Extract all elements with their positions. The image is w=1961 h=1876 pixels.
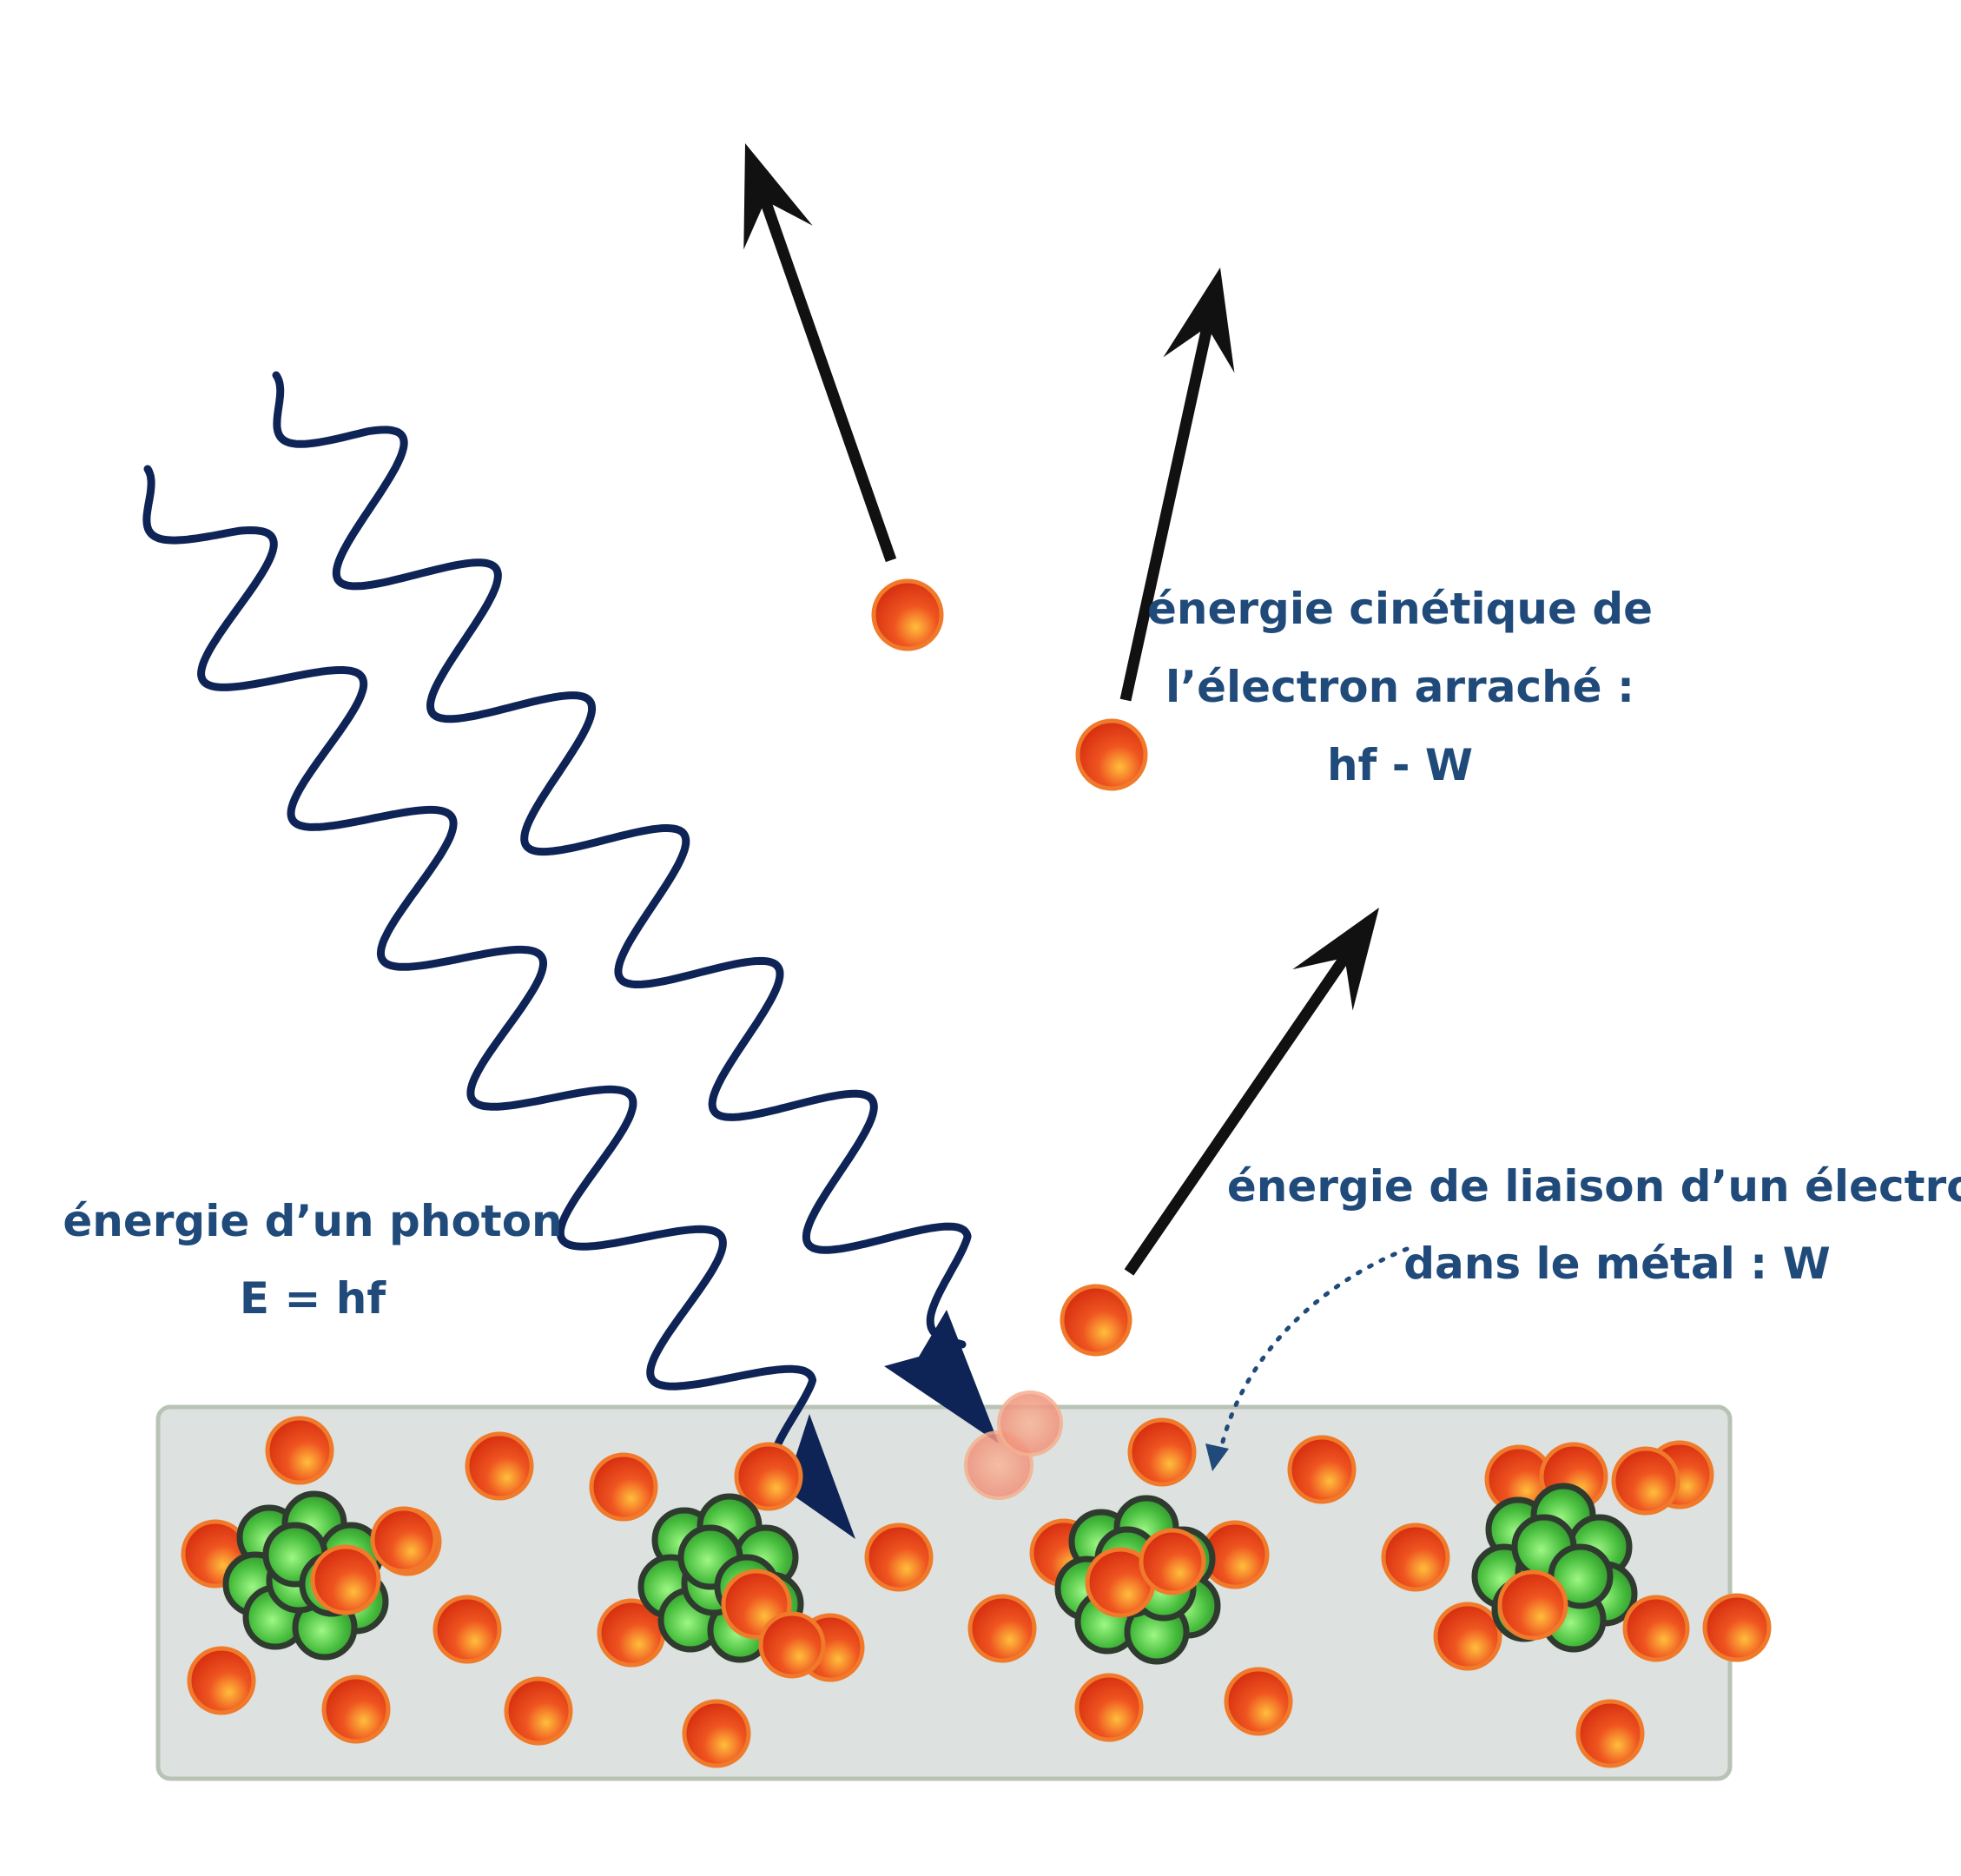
electron-icon xyxy=(589,1452,658,1522)
electron-icon xyxy=(758,1611,826,1679)
binding-energy-pointer-head xyxy=(1205,1443,1229,1471)
electron-icon xyxy=(1127,1417,1197,1487)
absorbed-electron-icon xyxy=(997,1390,1063,1457)
kinetic-energy-label: énergie cinétique de xyxy=(1147,584,1653,634)
electron-icon xyxy=(1497,1569,1568,1641)
binding-energy-label: énergie de liaison d’un électron xyxy=(1227,1161,1961,1212)
trajectory-arrow-icon-shaft xyxy=(1119,325,1213,702)
electron-icon xyxy=(682,1699,751,1768)
trajectory-arrow-icon-shaft xyxy=(759,198,897,563)
nucleus-electrons xyxy=(310,1506,1690,1679)
binding-energy-pointer xyxy=(1218,1246,1410,1455)
electron-icon xyxy=(321,1675,391,1744)
photon-waves xyxy=(142,371,999,1539)
electron-icon xyxy=(1433,1602,1502,1671)
electron-icon xyxy=(504,1676,573,1746)
electron-icon xyxy=(187,1646,256,1715)
electron-trajectories xyxy=(743,143,1379,1276)
ejected-electron-icon xyxy=(1060,1284,1132,1357)
electron-icon xyxy=(1575,1699,1645,1768)
electron-icon xyxy=(734,1442,803,1511)
trajectory-arrow-icon-head xyxy=(1292,908,1379,1011)
electron-icon xyxy=(465,1431,534,1501)
electron-icon xyxy=(1381,1523,1450,1592)
electron-icon xyxy=(1702,1593,1772,1662)
photon-energy-label: énergie d’un photon xyxy=(63,1196,562,1246)
photon-arrowhead-1 xyxy=(763,1414,855,1539)
binding-energy-formula: dans le métal : W xyxy=(1403,1239,1831,1289)
electron-icon xyxy=(864,1523,934,1592)
photon-wave-icon xyxy=(142,465,817,1494)
electron-icon xyxy=(310,1544,381,1615)
kinetic-energy-formula: hf - W xyxy=(1327,740,1473,790)
electron-icon xyxy=(1622,1595,1690,1662)
photon-energy-formula: E = hf xyxy=(240,1273,386,1324)
ejected-electron-icon xyxy=(1075,718,1148,791)
electron-icon xyxy=(1224,1667,1293,1736)
electron-icon xyxy=(432,1595,502,1664)
ejected-electrons xyxy=(871,578,1148,1357)
electron-icon xyxy=(1074,1673,1144,1742)
electron-icon xyxy=(1611,1446,1680,1516)
kinetic-energy-label-2: l’électron arraché : xyxy=(1165,662,1634,712)
trajectory-arrow-icon-shaft xyxy=(1124,955,1350,1276)
electron-icon xyxy=(1139,1528,1206,1595)
ejected-electron-icon xyxy=(871,578,944,651)
photon-arrowhead-2 xyxy=(884,1310,999,1443)
trajectory-arrow-icon-head xyxy=(743,143,813,250)
electron-icon xyxy=(1287,1435,1357,1504)
electron-icon xyxy=(370,1506,438,1574)
photon-wave-icon xyxy=(272,371,972,1349)
electron-icon xyxy=(967,1594,1037,1663)
trajectory-arrow-icon-head xyxy=(1163,268,1235,373)
electron-icon xyxy=(265,1416,334,1485)
